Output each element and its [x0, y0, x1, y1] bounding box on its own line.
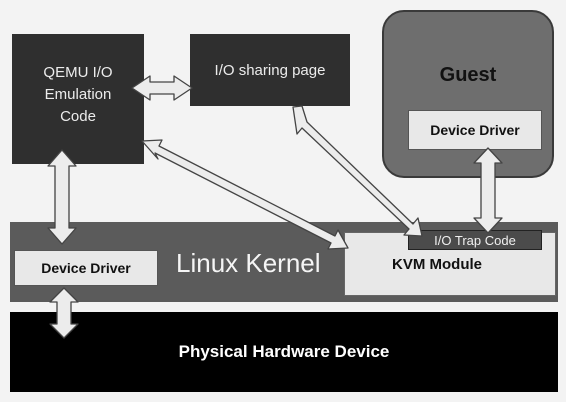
kvm-module-label: KVM Module: [392, 256, 482, 273]
arrow-qemu-to-host-driver: [47, 149, 77, 245]
qemu-io-emulation-box: QEMU I/O Emulation Code: [12, 34, 144, 164]
guest-title: Guest: [439, 64, 497, 86]
arrow-io-page-to-trap: [292, 105, 423, 237]
guest-box: Guest: [382, 10, 554, 178]
guest-device-driver-label: Device Driver: [430, 122, 520, 138]
physical-hardware-device: Physical Hardware Device: [10, 312, 558, 392]
host-device-driver-label: Device Driver: [41, 260, 131, 276]
linux-kernel-label: Linux Kernel: [176, 248, 321, 278]
io-sharing-page-box: I/O sharing page: [190, 34, 350, 106]
arrow-qemu-to-io-page: [131, 75, 193, 101]
qemu-line-2: Emulation: [44, 86, 112, 103]
arrow-host-driver-to-hardware: [49, 287, 79, 339]
io-trap-code-box: I/O Trap Code: [408, 230, 542, 250]
qemu-line-1: QEMU I/O: [43, 64, 113, 81]
physical-hardware-label: Physical Hardware Device: [178, 342, 390, 361]
qemu-line-3: Code: [60, 108, 96, 125]
io-trap-code-label: I/O Trap Code: [434, 232, 516, 248]
guest-device-driver: Device Driver: [408, 110, 542, 150]
arrow-qemu-to-kvm: [141, 139, 349, 250]
arrow-guest-driver-to-trap: [473, 147, 503, 234]
io-sharing-page-label: I/O sharing page: [214, 62, 326, 79]
host-device-driver: Device Driver: [14, 250, 158, 286]
